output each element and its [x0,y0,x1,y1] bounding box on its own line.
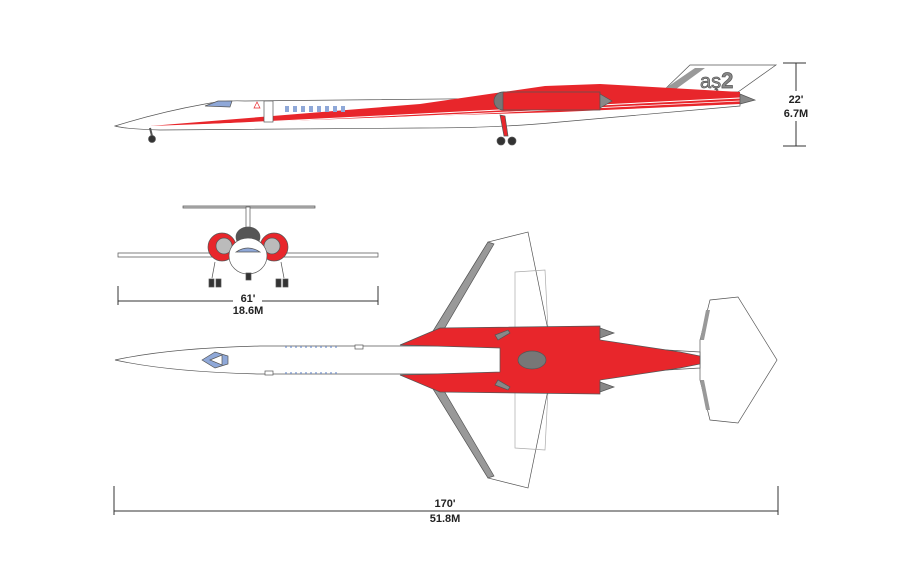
top-view [114,231,778,489]
front-windshield [234,247,262,253]
side-view: aş2 [113,64,778,146]
wingspan-dimension [117,286,379,305]
side-door [263,100,274,123]
side-cabin-windows [285,106,345,112]
side-engine-nacelle [502,91,601,111]
height-dimension [783,62,806,147]
front-fuselage [228,237,268,275]
side-main-gear [499,114,509,137]
side-nose-gear [149,127,153,137]
top-tail [699,296,778,424]
front-view [117,205,379,288]
height-feet-label: 22' [789,94,804,106]
wingspan-meters-label: 18.6M [233,305,264,317]
wingspan-feet-label: 61' [241,293,256,305]
height-meters-label: 6.7M [784,108,808,120]
length-dimension [113,486,779,515]
side-cockpit-window [204,100,233,108]
tail-logo: aş2 [700,68,733,93]
length-feet-label: 170' [435,498,456,510]
length-meters-label: 51.8M [430,513,461,525]
top-center-engine [517,350,547,370]
